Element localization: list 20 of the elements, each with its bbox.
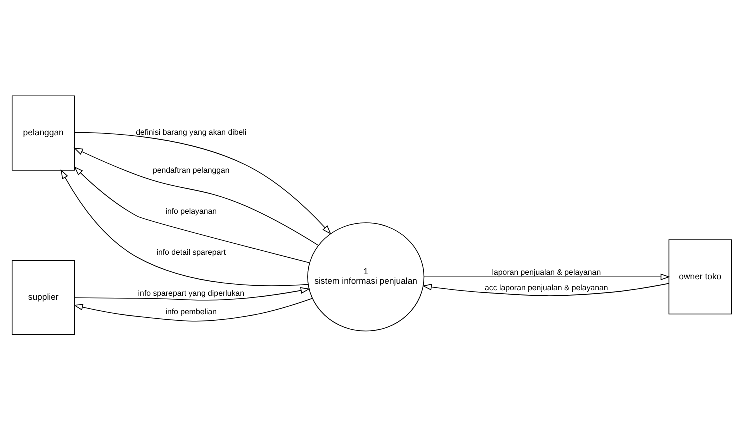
edge-label: pendaftran pelanggan bbox=[152, 165, 230, 174]
arrow bbox=[60, 169, 309, 286]
node-box: owner toko bbox=[668, 239, 732, 314]
arrow bbox=[422, 282, 670, 296]
edge-label: info detail sparepart bbox=[156, 248, 226, 257]
node-circle: 1 sistem informasi penjualan bbox=[308, 222, 425, 332]
arrow bbox=[74, 166, 310, 263]
arrow bbox=[74, 132, 332, 234]
node-box: supplier bbox=[12, 260, 76, 335]
arrow bbox=[74, 298, 313, 322]
edge-label: laporan penjualan & pelayanan bbox=[492, 267, 602, 276]
edge-label: info pembelian bbox=[166, 306, 218, 316]
edge-label: info pelayanan bbox=[166, 206, 218, 216]
edge-label: acc laporan penjualan & pelayanan bbox=[485, 283, 608, 292]
arrow bbox=[424, 273, 670, 280]
edge-label: definisi barang yang akan dibeli bbox=[136, 127, 247, 136]
edge-label: info sparepart yang diperlukan bbox=[138, 288, 244, 298]
arrow bbox=[74, 147, 320, 246]
arrow bbox=[74, 286, 310, 300]
node-box: pelanggan bbox=[12, 95, 76, 170]
